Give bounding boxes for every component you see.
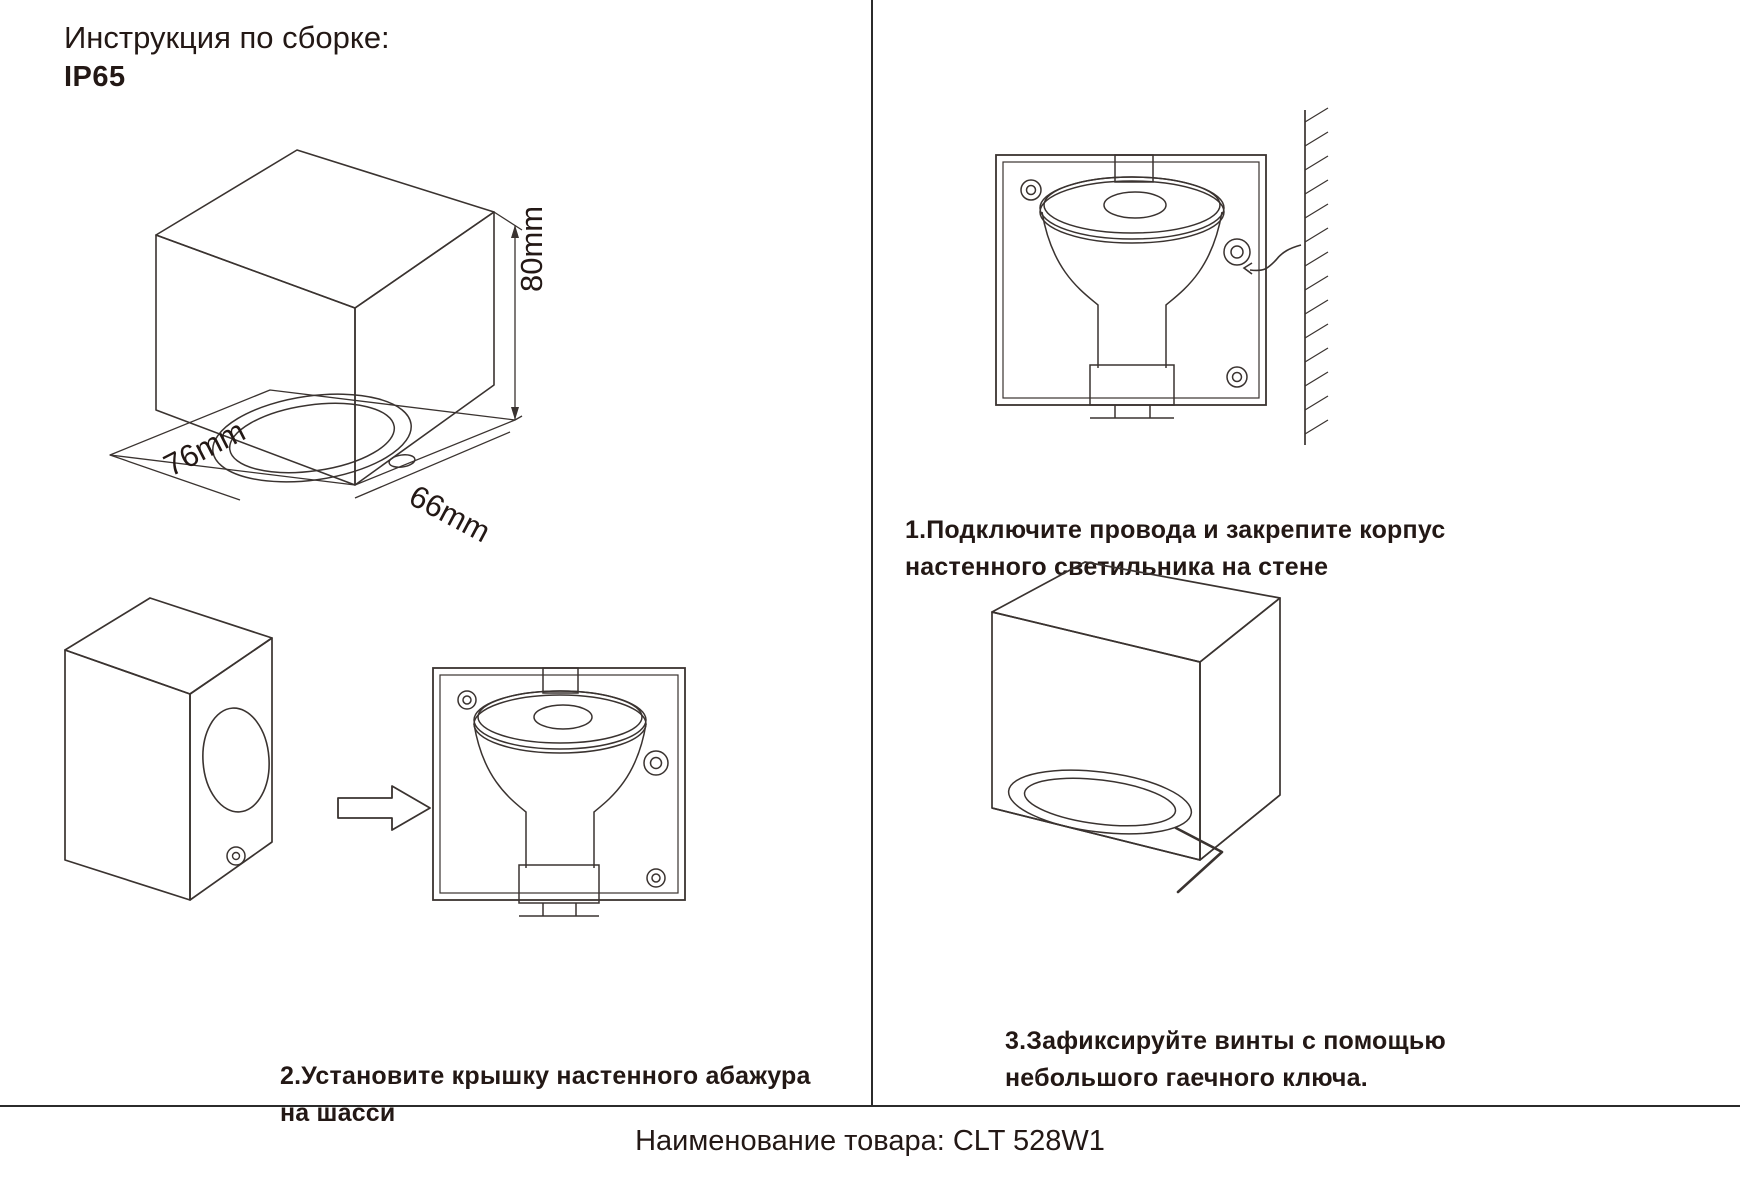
step-3-caption: 3.Зафиксируйте винты с помощью небольшог… — [1005, 1027, 1446, 1092]
header: Инструкция по сборке: IP65 — [64, 18, 390, 96]
step-1-diagram — [960, 100, 1380, 460]
product-name-footer: Наименование товара: CLT 528W1 — [635, 1125, 1105, 1157]
assembly-arrow — [330, 780, 440, 840]
isometric-dimension-diagram — [90, 120, 550, 520]
horizontal-divider — [0, 1105, 1740, 1107]
step-3-diagram — [960, 540, 1380, 940]
step-2-cover-diagram — [40, 560, 380, 920]
step-1-caption: 1.Подключите провода и закрепите корпус … — [905, 516, 1446, 581]
page-title: Инструкция по сборке: — [64, 20, 390, 55]
vertical-divider — [871, 0, 873, 1105]
step-2-caption: 2.Установите крышку настенного абажура н… — [280, 1062, 811, 1127]
step-2-chassis-diagram — [415, 650, 715, 930]
dimension-height-label: 80mm — [514, 205, 549, 292]
ip-rating-label: IP65 — [64, 61, 126, 93]
